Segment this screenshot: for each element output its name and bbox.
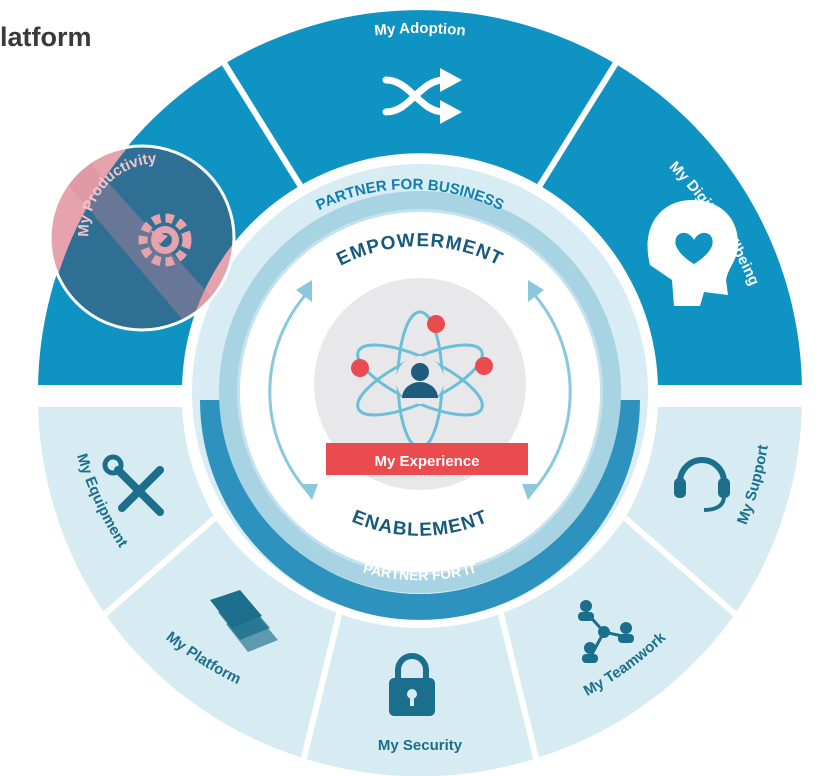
- layers-icon: [210, 590, 278, 652]
- shuffle-icon: [382, 76, 448, 116]
- inner-ring-band: [219, 191, 621, 593]
- arrow-head-bl: [300, 484, 318, 500]
- adoption-label[interactable]: My Adoption: [374, 20, 467, 40]
- center-label-box: [326, 443, 528, 475]
- team-network-icon: [578, 600, 634, 663]
- center-label[interactable]: My Experience: [374, 453, 479, 470]
- segment-teamwork[interactable]: [500, 518, 735, 758]
- arrow-head-tl: [296, 280, 312, 302]
- partner-it-label: PARTNER FOR IT: [362, 560, 479, 584]
- head-heart-icon: [647, 200, 739, 306]
- padlock-icon: [389, 653, 435, 716]
- cycle-arrows: [268, 291, 572, 493]
- gear-arrow-icon: [138, 213, 192, 267]
- segment-platform[interactable]: [105, 518, 340, 758]
- security-label[interactable]: My Security: [378, 737, 463, 754]
- arrow-head-br: [522, 484, 540, 500]
- partner-ring-bottom: [200, 400, 640, 620]
- arrow-head-tr: [528, 280, 544, 302]
- tools-icon: [102, 454, 164, 516]
- headset-icon: [674, 457, 730, 512]
- separators: [103, 56, 737, 763]
- page-title: latform: [0, 22, 92, 52]
